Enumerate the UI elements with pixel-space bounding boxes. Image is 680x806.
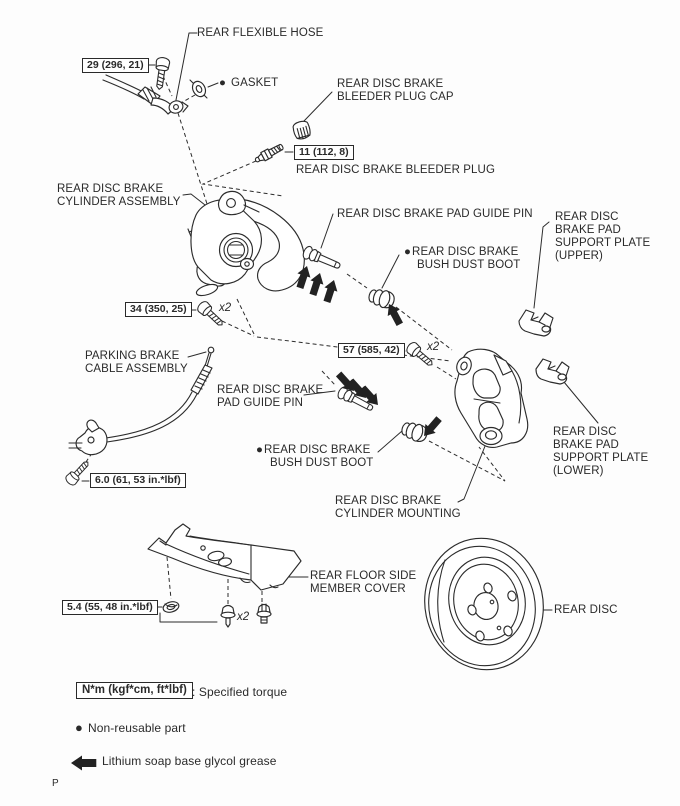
non-reusable-bullet-icon: ● <box>256 444 264 456</box>
floor-side-member-cover-drawing <box>147 523 302 591</box>
label-leader-lines <box>81 32 599 623</box>
label-rear-disc: REAR DISC <box>554 604 618 616</box>
label-bush-dust-boot-upper-text: REAR DISC BRAKE <box>412 246 519 258</box>
label-support-plate-lower-line4: (LOWER) <box>553 465 604 477</box>
cover-screw-1-drawing <box>220 604 236 628</box>
quantity-mounting-bolts: x2 <box>427 341 440 353</box>
pad-support-plate-lower-drawing <box>535 358 570 385</box>
label-cylinder-mounting-line2: CYLINDER MOUNTING <box>335 508 461 520</box>
label-support-plate-upper-line1: REAR DISC <box>555 211 619 223</box>
legend-non-reusable: ● Non-reusable part <box>75 721 186 735</box>
label-support-plate-lower-line1: REAR DISC <box>553 426 617 438</box>
label-bush-dust-boot-upper-line2: BUSH DUST BOOT <box>417 259 521 271</box>
label-support-plate-lower-line3: SUPPORT PLATE <box>553 452 649 464</box>
label-cylinder-assembly-line2: CYLINDER ASSEMBLY <box>57 196 181 208</box>
label-bush-dust-boot-lower-line1: ●REAR DISC BRAKE <box>256 444 370 457</box>
label-bush-dust-boot-upper-line1: ●REAR DISC BRAKE <box>404 246 518 259</box>
label-cylinder-mounting-line1: REAR DISC BRAKE <box>335 495 442 507</box>
page-mark: P <box>52 778 59 789</box>
torque-spec-cover-screws: 5.4 (55, 48 in.*lbf) <box>62 600 158 615</box>
label-bush-dust-boot-lower-text: REAR DISC BRAKE <box>264 444 371 456</box>
non-reusable-bullet-icon: ● <box>404 246 412 258</box>
cover-screw-2-drawing <box>256 603 272 624</box>
legend-torque-label: : Specified torque <box>192 685 288 699</box>
legend-non-reusable-text: Non-reusable part <box>87 721 186 735</box>
label-bush-dust-boot-lower-line2: BUSH DUST BOOT <box>270 457 374 469</box>
label-bleeder-plug: REAR DISC BRAKE BLEEDER PLUG <box>296 164 495 176</box>
label-pad-guide-pin-lower-line2: PAD GUIDE PIN <box>217 397 304 409</box>
bleeder-plug-drawing <box>254 143 284 163</box>
label-floor-cover-line1: REAR FLOOR SIDE <box>310 570 417 582</box>
label-floor-cover-line2: MEMBER COVER <box>310 583 406 595</box>
label-pad-guide-pin-upper: REAR DISC BRAKE PAD GUIDE PIN <box>337 208 533 220</box>
torque-spec-bleeder-plug: 11 (112, 8) <box>294 145 354 160</box>
parking-cable-bolt-drawing <box>63 457 93 488</box>
quantity-cover-screws: x2 <box>237 611 250 623</box>
assembly-dashed-lines <box>79 75 506 605</box>
torque-spec-cable-bolt: 6.0 (61, 53 in.*lbf) <box>90 473 186 488</box>
grease-arrow-legend-icon <box>71 755 97 771</box>
torque-spec-flexible-hose-bolt: 29 (296, 21) <box>82 58 149 73</box>
label-support-plate-upper-line3: SUPPORT PLATE <box>555 237 651 249</box>
torque-spec-cylinder-bolts: 34 (350, 25) <box>125 302 192 317</box>
pad-support-plate-upper-drawing <box>518 309 554 337</box>
label-parking-cable-line2: CABLE ASSEMBLY <box>85 363 188 375</box>
parking-brake-cable-drawing <box>68 346 215 456</box>
label-support-plate-upper-line4: (UPPER) <box>555 250 603 262</box>
label-support-plate-lower-line2: BRAKE PAD <box>553 439 619 451</box>
bleeder-plug-cap-drawing <box>292 120 311 140</box>
flexible-hose-drawing <box>102 74 189 115</box>
label-parking-cable-line1: PARKING BRAKE <box>85 350 180 362</box>
label-support-plate-upper-line2: BRAKE PAD <box>555 224 621 236</box>
label-cylinder-assembly-line1: REAR DISC BRAKE <box>57 183 164 195</box>
gasket-drawing <box>189 79 208 99</box>
quantity-cylinder-bolts: x2 <box>219 302 232 314</box>
cover-grommet-drawing <box>162 601 180 613</box>
label-gasket-text: GASKET <box>231 77 279 89</box>
non-reusable-bullet-icon: ● <box>75 720 83 735</box>
legend-grease: Lithium soap base glycol grease <box>102 754 277 768</box>
cylinder-mounting-drawing <box>454 348 529 449</box>
label-bleeder-plug-cap-line2: BLEEDER PLUG CAP <box>337 91 454 103</box>
non-reusable-bullet-icon: ● <box>219 77 227 89</box>
label-bleeder-plug-cap-line1: REAR DISC BRAKE <box>337 78 444 90</box>
legend-torque-box: N*m (kgf*cm, ft*lbf) <box>76 682 193 699</box>
rear-disc-drawing <box>424 537 544 671</box>
label-pad-guide-pin-lower-line1: REAR DISC BRAKE <box>217 384 324 396</box>
label-rear-flexible-hose: REAR FLEXIBLE HOSE <box>197 27 324 39</box>
torque-spec-mounting-bolts: 57 (585, 42) <box>338 343 405 358</box>
cylinder-assembly-drawing <box>187 190 305 297</box>
label-gasket: ● GASKET <box>219 77 278 90</box>
